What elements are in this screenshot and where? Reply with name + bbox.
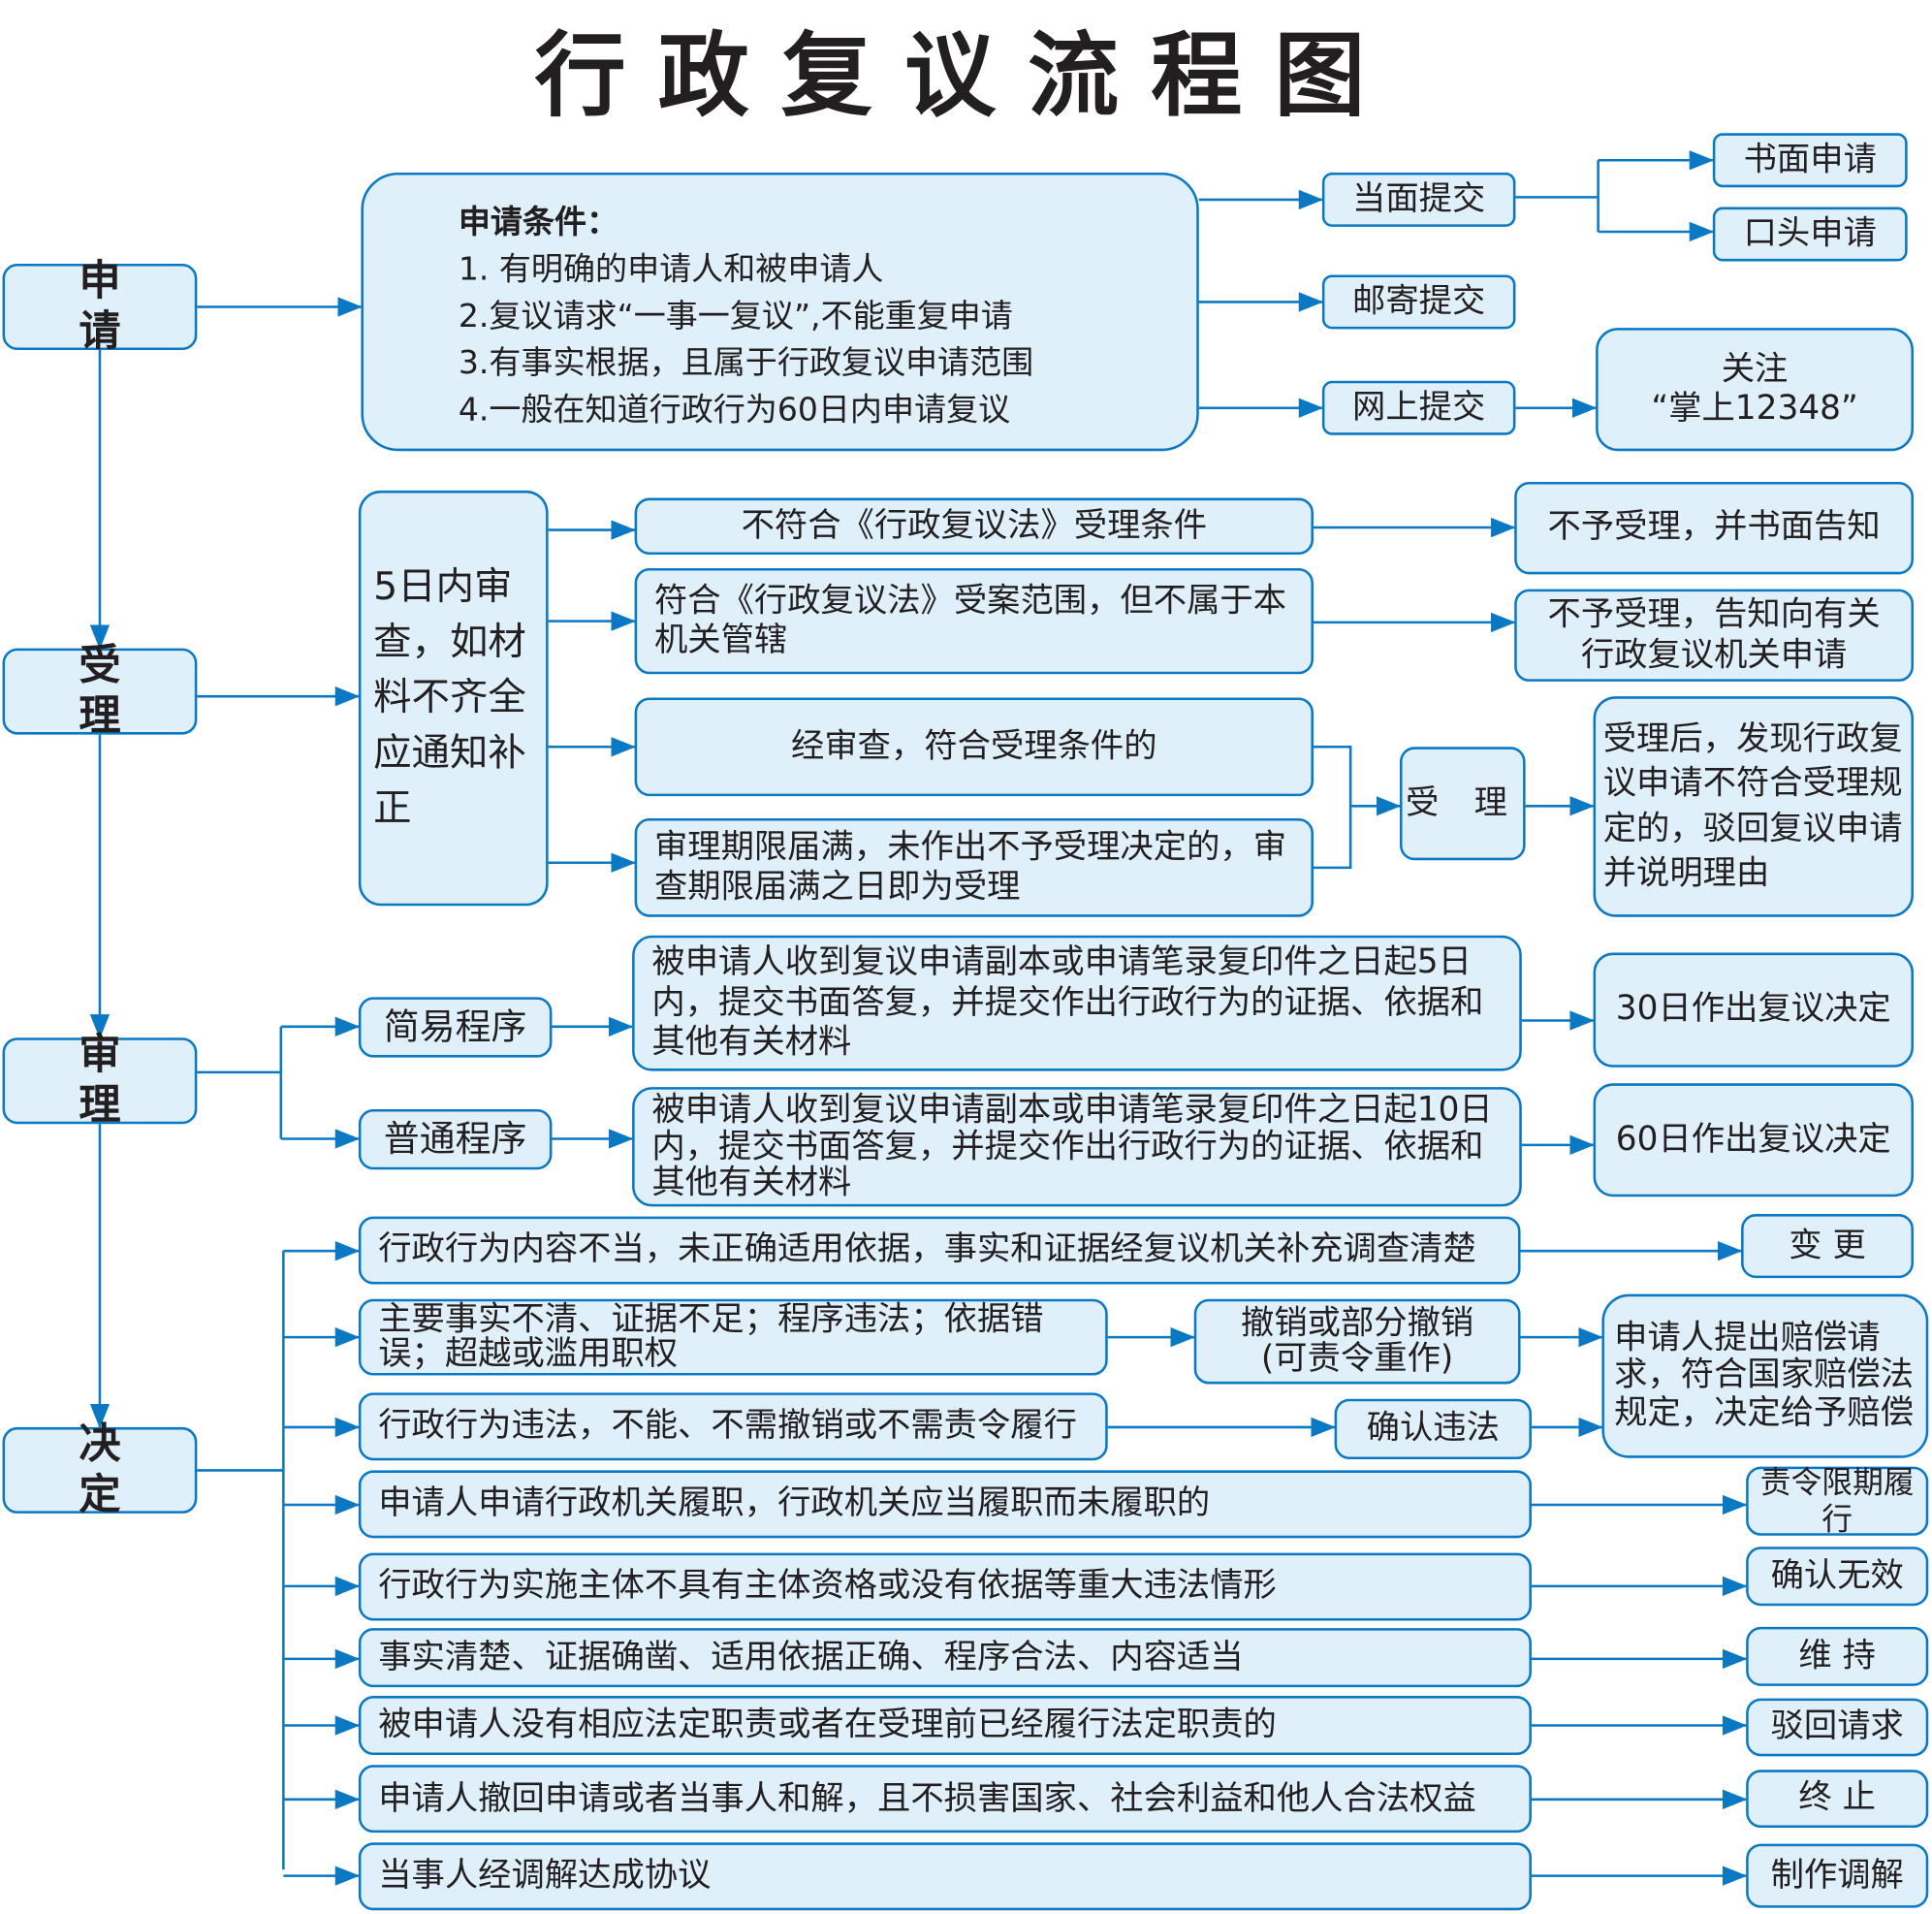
procedure-normal-result: 60日作出复议决定 bbox=[1593, 1083, 1915, 1197]
procedure-simple-desc: 被申请人收到复议申请副本或申请笔录复印件之日起5日内，提交书面答复，并提交作出行… bbox=[632, 935, 1522, 1071]
procedure-normal: 普通程序 bbox=[358, 1108, 553, 1170]
stage-apply: 申 请 bbox=[2, 257, 198, 356]
condition-2: 2.复议请求“一事一复议”,不能重复申请 bbox=[458, 298, 1013, 335]
procedure-normal-desc: 被申请人收到复议申请副本或申请笔录复印件之日起10日内，提交书面答复，并提交作出… bbox=[632, 1087, 1522, 1207]
accept-case-1: 不符合《行政复议法》受理条件 bbox=[634, 497, 1314, 555]
decide-condition-1: 行政行为内容不当，未正确适用依据，事实和证据经复议机关补充调查清楚 bbox=[358, 1216, 1521, 1285]
accepted-box: 受 理 bbox=[1399, 747, 1526, 861]
decide-condition-8: 申请人撤回申请或者当事人和解，且不损害国家、社会利益和他人合法权益 bbox=[358, 1765, 1532, 1834]
outcome-terminate: 终 止 bbox=[1746, 1770, 1929, 1829]
method-in-person: 当面提交 bbox=[1321, 172, 1516, 227]
decide-condition-2: 主要事实不清、证据不足；程序违法；依据错误；超越或滥用职权 bbox=[358, 1298, 1108, 1376]
decide-condition-7: 被申请人没有相应法定职责或者在受理前已经履行法定职责的 bbox=[358, 1696, 1532, 1756]
type-oral: 口头申请 bbox=[1712, 207, 1908, 262]
outcome-order-perform: 责令限期履行 bbox=[1746, 1464, 1929, 1537]
outcome-mediation: 制作调解 bbox=[1746, 1843, 1929, 1908]
outcome-change: 变 更 bbox=[1741, 1214, 1915, 1279]
outcome-uphold: 维 持 bbox=[1746, 1626, 1929, 1686]
stage-decide: 决 定 bbox=[2, 1420, 198, 1519]
type-written: 书面申请 bbox=[1712, 133, 1908, 188]
reject-result-2: 不予受理，告知向有关行政复议机关申请 bbox=[1514, 589, 1915, 682]
method-online: 网上提交 bbox=[1321, 380, 1516, 435]
condition-4: 4.一般在知道行政行为60日内申请复议 bbox=[458, 392, 1011, 430]
procedure-simple: 简易程序 bbox=[358, 997, 553, 1058]
outcome-confirm-illegal: 确认违法 bbox=[1334, 1398, 1532, 1459]
decide-condition-9: 当事人经调解达成协议 bbox=[358, 1842, 1532, 1911]
method-mail: 邮寄提交 bbox=[1321, 274, 1516, 330]
outcome-revoke: 撤销或部分撤销 (可责令重作) bbox=[1193, 1298, 1521, 1385]
conditions-title: 申请条件： bbox=[458, 205, 619, 242]
stage-accept: 受 理 bbox=[2, 641, 198, 741]
decide-condition-3: 行政行为违法，不能、不需撤销或不需责令履行 bbox=[358, 1392, 1108, 1461]
outcome-confirm-invalid: 确认无效 bbox=[1746, 1547, 1929, 1607]
accept-case-3: 经审查，符合受理条件的 bbox=[634, 697, 1314, 797]
condition-3: 3.有事实根据，且属于行政复议申请范围 bbox=[458, 344, 1034, 383]
connector bbox=[1313, 746, 1352, 870]
review-note-box: 5日内审查，如材料不齐全应通知补正 bbox=[358, 490, 549, 907]
decide-condition-4: 申请人申请行政机关履职，行政机关应当履职而未履职的 bbox=[358, 1470, 1532, 1539]
after-accept-box: 受理后，发现行政复议申请不符合受理规定的，驳回复议申请并说明理由 bbox=[1593, 696, 1915, 917]
outcome-dismiss: 驳回请求 bbox=[1746, 1698, 1929, 1757]
compensation-box: 申请人提出赔偿请求，符合国家赔偿法规定，决定给予赔偿 bbox=[1601, 1293, 1929, 1458]
decide-condition-6: 事实清楚、证据确凿、适用依据正确、程序合法、内容适当 bbox=[358, 1628, 1532, 1688]
reject-result-1: 不予受理，并书面告知 bbox=[1514, 482, 1915, 575]
online-note: 关注 “掌上12348” bbox=[1596, 328, 1915, 452]
condition-1: 1. 有明确的申请人和被申请人 bbox=[458, 251, 884, 289]
decide-condition-5: 行政行为实施主体不具有主体资格或没有依据等重大违法情形 bbox=[358, 1552, 1532, 1621]
page-title: 行政复议流程图 bbox=[534, 23, 1398, 130]
procedure-simple-result: 30日作出复议决定 bbox=[1593, 952, 1915, 1068]
accept-case-2: 符合《行政复议法》受案范围，但不属于本机关管辖 bbox=[634, 567, 1314, 675]
accept-case-4: 审理期限届满，未作出不予受理决定的，审查期限届满之日即为受理 bbox=[634, 818, 1314, 917]
apply-conditions-box bbox=[361, 172, 1199, 452]
stage-review: 审 理 bbox=[2, 1031, 198, 1131]
